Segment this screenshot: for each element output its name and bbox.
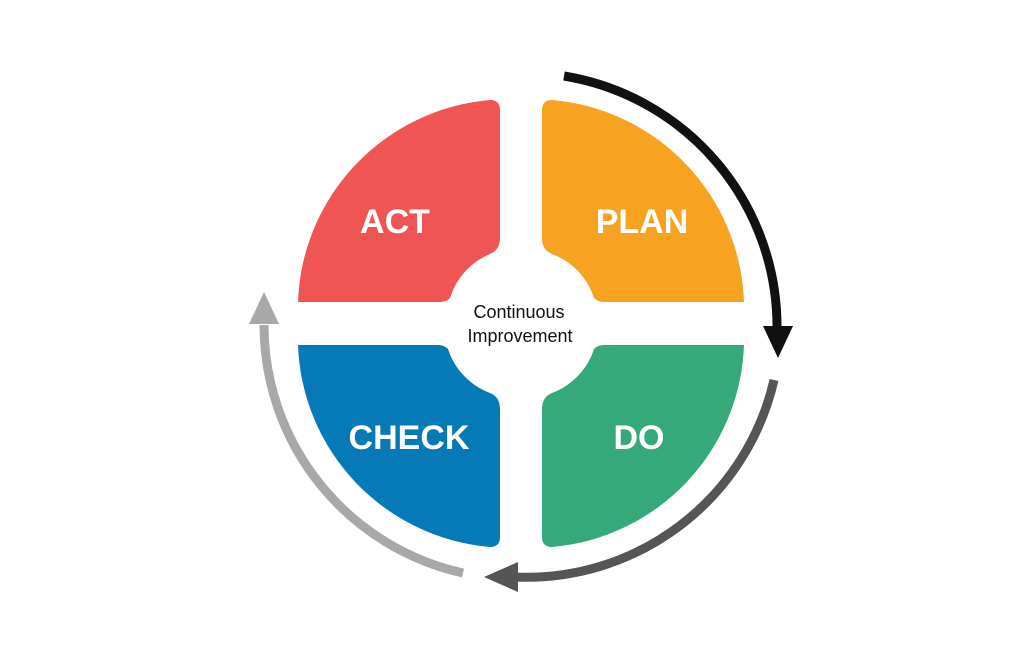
label-plan: PLAN [596, 203, 689, 241]
quadrant-act [298, 100, 500, 302]
arrow-check-to-act-head [249, 292, 279, 324]
arrow-do-to-check-shaft [514, 378, 779, 582]
arrow-do-to-check-head [484, 562, 518, 592]
quadrant-check [298, 345, 500, 547]
center-label-line1: Continuous [473, 302, 564, 322]
center-circle [457, 260, 585, 388]
label-do: DO [614, 419, 665, 457]
arrow-plan-to-do-shaft [563, 71, 782, 329]
quadrant-do [542, 345, 744, 547]
arrow-plan-to-do-head [763, 326, 793, 358]
arrow-check-to-act-shaft [259, 324, 464, 578]
quadrant-plan [542, 100, 744, 302]
label-check: CHECK [349, 419, 470, 457]
center-label-line2: Improvement [467, 326, 572, 346]
label-act: ACT [360, 203, 430, 241]
